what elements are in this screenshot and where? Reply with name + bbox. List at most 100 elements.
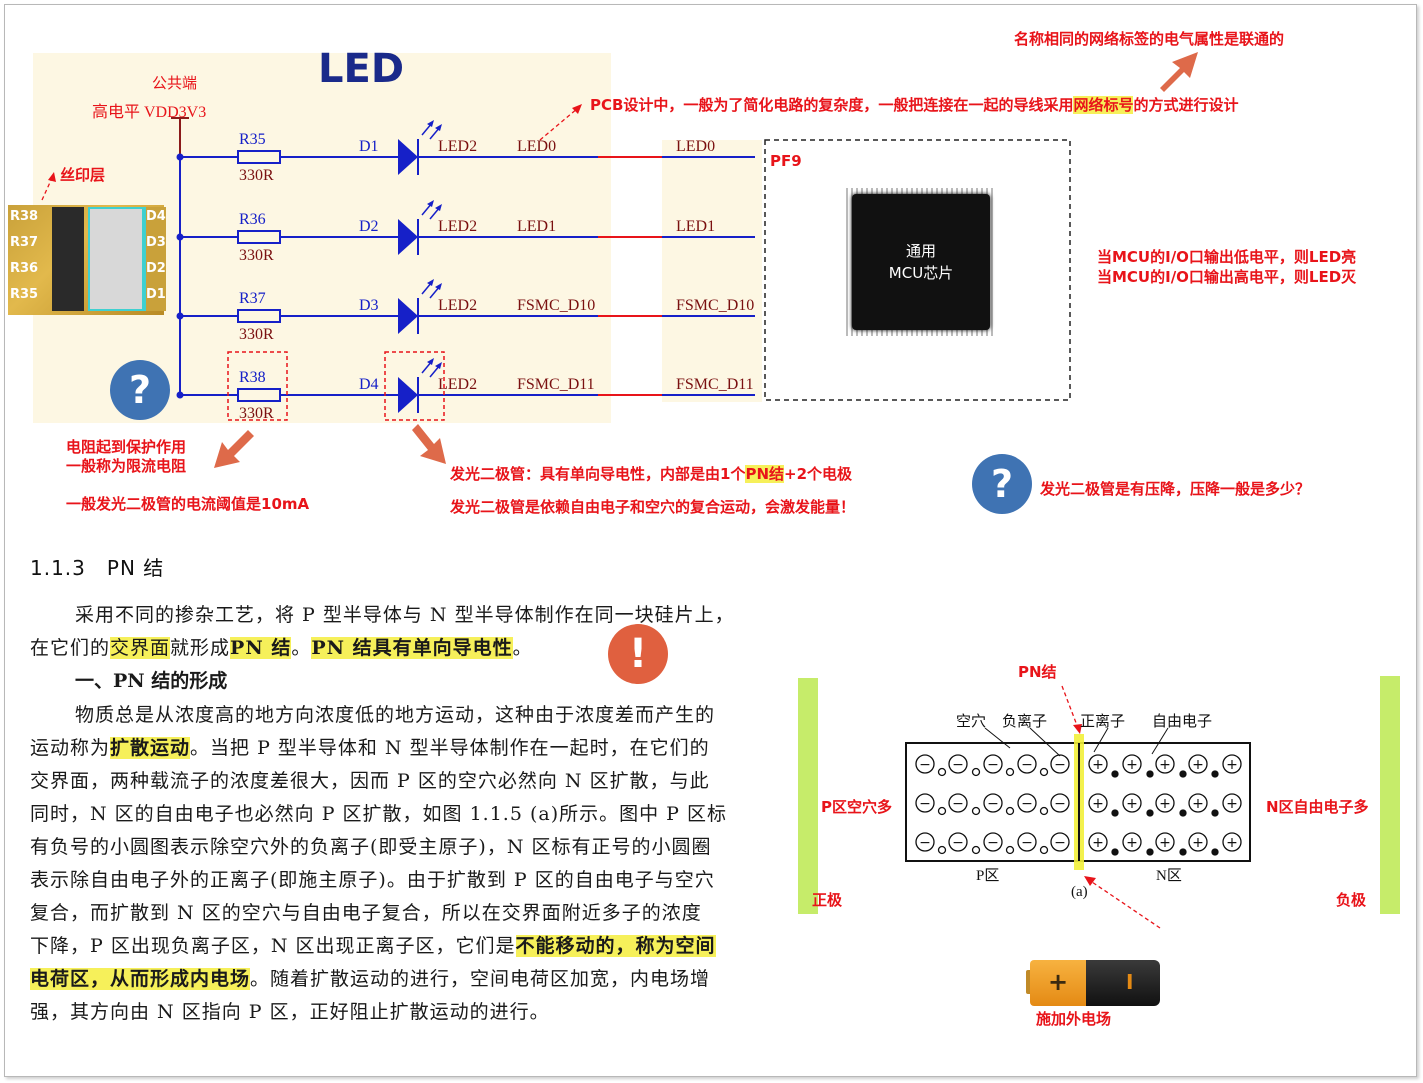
question-icon-2: ?: [972, 454, 1032, 514]
net-label-right: LED1: [676, 218, 716, 235]
svg-text:+: +: [1192, 796, 1204, 812]
body-line-3: 交界面，两种载流子的浓度差很大，因而 P 区的空穴必然向 N 区扩散，与此: [30, 770, 710, 792]
body-line-8: 下降，P 区出现负离子区，N 区出现正离子区，它们是不能移动的，称为空间: [30, 935, 716, 957]
led-note-2: 发光二极管是依赖自由电子和空穴的复合运动，会激发能量！: [450, 498, 856, 516]
body-line-4: 同时，N 区的自由电子也必然向 P 区扩散，如图 1.1.5 (a)所示。图中 …: [30, 803, 727, 825]
figure-a-label: (a): [1071, 884, 1088, 900]
net-label: FSMC_D10: [517, 297, 596, 314]
resistor-name: R37: [239, 290, 266, 307]
resistor-note-1: 电阻起到保护作用: [66, 438, 187, 456]
body-line-5: 有负号的小圆图表示除空穴外的负离子(即受主原子)，N 区标有正号的小圆圈: [30, 836, 712, 858]
svg-text:+: +: [1092, 835, 1104, 851]
silk-diode-label: D4: [146, 209, 166, 224]
svg-text:+: +: [1159, 757, 1171, 773]
resistor-name: R36: [239, 211, 266, 228]
svg-text:−: −: [919, 757, 931, 773]
p-region-label: P区: [976, 868, 1000, 884]
svg-text:+: +: [1159, 796, 1171, 812]
svg-text:−: −: [1054, 757, 1066, 773]
cathode-bar: [1380, 676, 1400, 914]
pn-label: PN结: [1018, 663, 1057, 681]
voltage-question: 发光二极管是有压降，压降一般是多少？: [1040, 480, 1311, 498]
svg-text:−: −: [987, 796, 999, 812]
battery-minus: I: [1126, 970, 1134, 994]
pf9-label: PF9: [770, 152, 802, 170]
body-line-7: 复合，而扩散到 N 区的空穴与自由电子复合，所以在交界面附近多子的浓度: [30, 902, 702, 924]
schematic-panel-right: [662, 140, 762, 402]
svg-text:+: +: [1092, 757, 1104, 773]
diode-name: D1: [359, 138, 379, 155]
svg-text:+: +: [1226, 757, 1238, 773]
led-title: LED: [318, 46, 405, 92]
neg-ion-label: 负离子: [1002, 712, 1048, 730]
body-line-1: 物质总是从浓度高的地方向浓度低的地方运动，这种由于浓度差而产生的: [75, 704, 716, 726]
paragraph-line-1: 采用不同的掺杂工艺，将 P 型半导体与 N 型半导体制作在同一块硅片上，: [75, 604, 735, 626]
external-field-label: 施加外电场: [1036, 1010, 1112, 1028]
question-icon: ?: [110, 360, 170, 420]
svg-text:+: +: [1192, 835, 1204, 851]
diode-name: D4: [359, 376, 379, 393]
resistor-value: 330R: [239, 405, 274, 422]
common-label: 公共端: [152, 74, 198, 92]
pcb-note: PCB设计中，一般为了简化电路的复杂度，一般把连接在一起的导线采用网络标号的方式…: [590, 96, 1239, 114]
svg-text:−: −: [1021, 796, 1033, 812]
svg-text:−: −: [1021, 835, 1033, 851]
body-line-6: 表示除自由电子外的正离子(即施主原子)。由于扩散到 P 区的自由电子与空穴: [30, 869, 715, 891]
svg-text:−: −: [987, 835, 999, 851]
silk-diode-label: D3: [146, 235, 166, 250]
paragraph-line-2: 在它们的交界面就形成PN 结。PN 结具有单向导电性。: [30, 637, 533, 659]
pos-ion-label: 正离子: [1080, 712, 1126, 730]
svg-text:−: −: [952, 796, 964, 812]
svg-text:+: +: [1159, 835, 1171, 851]
body-line-2: 运动称为扩散运动。当把 P 型半导体和 N 型半导体制作在一起时，在它们的: [30, 737, 710, 759]
svg-text:−: −: [1054, 835, 1066, 851]
diode-name: D3: [359, 297, 379, 314]
net-label-right: FSMC_D11: [676, 376, 754, 393]
mcu-line1: 通用: [905, 242, 936, 260]
svg-text:+: +: [1226, 796, 1238, 812]
battery-plus: +: [1048, 968, 1069, 996]
net-label: LED1: [517, 218, 557, 235]
svg-text:+: +: [1126, 757, 1138, 773]
section-heading: 1.1.3 PN 结: [30, 556, 165, 580]
silk-label: 丝印层: [60, 166, 106, 184]
anode-bar: [798, 678, 818, 914]
resistor-value: 330R: [239, 167, 274, 184]
led-schematic: [41, 52, 1198, 468]
body-line-9: 电荷区，从而形成内电场。随着扩散运动的进行，空间电荷区加宽，内电场增: [30, 968, 711, 990]
svg-text:−: −: [919, 796, 931, 812]
battery-icon: + I: [1026, 960, 1160, 1006]
led-note-1: 发光二极管：具有单向导电性，内部是由1个PN结+2个电极: [450, 465, 853, 483]
diode-part: LED2: [438, 376, 478, 393]
svg-text:−: −: [919, 835, 931, 851]
silk-diode-label: D1: [146, 287, 166, 302]
n-more-label: N区自由电子多: [1266, 798, 1369, 816]
net-label: FSMC_D11: [517, 376, 595, 393]
hole-label: 空穴: [956, 712, 987, 730]
diode-part: LED2: [438, 218, 478, 235]
svg-text:+: +: [1126, 796, 1138, 812]
svg-text:+: +: [1226, 835, 1238, 851]
cathode-label: 负极: [1336, 891, 1367, 909]
net-label: LED0: [517, 138, 557, 155]
svg-text:−: −: [987, 757, 999, 773]
diode-part: LED2: [438, 297, 478, 314]
exclamation-icon: !: [608, 624, 668, 684]
n-region-label: N区: [1156, 868, 1182, 884]
svg-text:−: −: [952, 757, 964, 773]
silk-resistor-label: R35: [10, 287, 39, 302]
vdd-label: 高电平 VDD3V3: [92, 104, 207, 121]
subheading: 一、PN 结的形成: [75, 670, 228, 692]
svg-text:+: +: [1192, 757, 1204, 773]
svg-text:−: −: [1054, 796, 1066, 812]
anode-label: 正极: [812, 891, 843, 909]
resistor-value: 330R: [239, 247, 274, 264]
silk-resistor-label: R37: [10, 235, 39, 250]
silk-resistor-label: R36: [10, 261, 39, 276]
mcu-high-note: 当MCU的I/O口输出高电平，则LED灭: [1097, 268, 1357, 286]
svg-text:−: −: [1021, 757, 1033, 773]
p-more-label: P区空穴多: [821, 798, 892, 816]
svg-text:+: +: [1126, 835, 1138, 851]
resistor-name: R35: [239, 131, 266, 148]
